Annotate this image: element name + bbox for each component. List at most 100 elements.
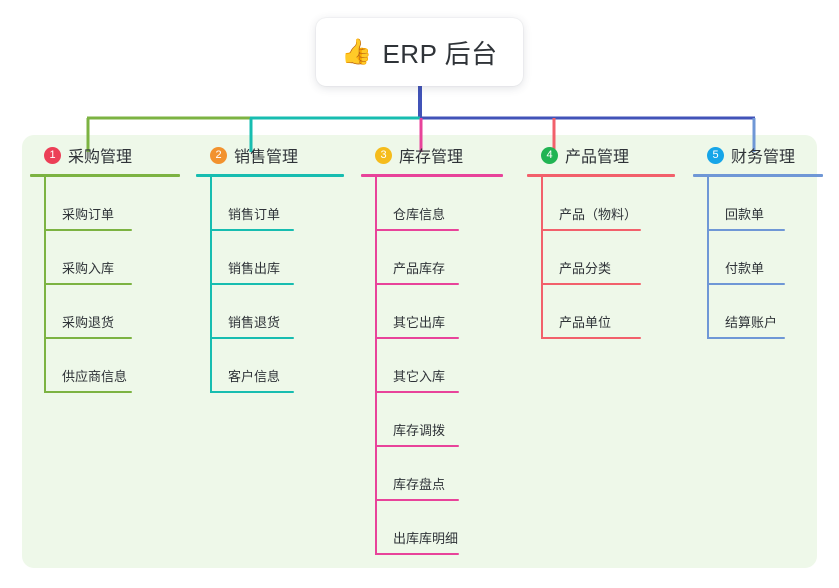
leaf-node-rule bbox=[541, 337, 641, 339]
leaf-node-rule bbox=[375, 283, 459, 285]
leaf-node-label: 采购入库 bbox=[62, 261, 115, 276]
leaf-node-label: 销售出库 bbox=[228, 261, 281, 276]
leaf-node-label: 其它入库 bbox=[393, 369, 446, 384]
leaf-node-rule bbox=[707, 283, 785, 285]
column-spine-3 bbox=[375, 177, 377, 555]
column-title-1: 采购管理 bbox=[68, 149, 133, 166]
leaf-node-label: 出库库明细 bbox=[393, 531, 459, 546]
leaf-node-rule bbox=[44, 283, 132, 285]
thumbs-up-icon: 👍 bbox=[341, 37, 373, 66]
leaf-node-label: 采购退货 bbox=[62, 315, 115, 330]
leaf-node-label: 付款单 bbox=[725, 261, 765, 276]
leaf-node[interactable]: 产品（物料） bbox=[527, 177, 675, 231]
column-header-rule-1 bbox=[30, 174, 180, 177]
leaf-node-rule bbox=[44, 391, 132, 393]
column-header-2[interactable]: 2 销售管理 bbox=[196, 142, 344, 168]
leaf-node[interactable]: 出库库明细 bbox=[361, 501, 503, 555]
root-node[interactable]: 👍 ERP 后台 bbox=[316, 18, 523, 86]
leaf-node-rule bbox=[707, 337, 785, 339]
leaf-node[interactable]: 付款单 bbox=[693, 231, 823, 285]
leaf-node[interactable]: 采购入库 bbox=[30, 231, 180, 285]
leaf-node[interactable]: 供应商信息 bbox=[30, 339, 180, 393]
leaf-node[interactable]: 结算账户 bbox=[693, 285, 823, 339]
column-title-4: 产品管理 bbox=[565, 149, 630, 166]
column-items-5: 回款单付款单结算账户 bbox=[693, 177, 823, 339]
leaf-node-rule bbox=[375, 553, 459, 555]
leaf-node[interactable]: 仓库信息 bbox=[361, 177, 503, 231]
leaf-node-rule bbox=[210, 391, 294, 393]
root-node-label: ERP 后台 bbox=[382, 38, 498, 69]
leaf-node-label: 仓库信息 bbox=[393, 207, 446, 222]
column-4: 4 产品管理产品（物料） 产品分类产品单位 bbox=[527, 142, 675, 339]
leaf-node-label: 客户信息 bbox=[228, 369, 281, 384]
leaf-node-rule bbox=[375, 337, 459, 339]
leaf-node-rule bbox=[541, 283, 641, 285]
leaf-node-label: 销售退货 bbox=[228, 315, 281, 330]
leaf-node[interactable]: 销售退货 bbox=[196, 285, 344, 339]
column-title-5: 财务管理 bbox=[731, 149, 796, 166]
column-2: 2 销售管理销售订单销售出库销售退货客户信息 bbox=[196, 142, 344, 393]
leaf-node[interactable]: 其它入库 bbox=[361, 339, 503, 393]
leaf-node-label: 其它出库 bbox=[393, 315, 446, 330]
leaf-node-rule bbox=[210, 229, 294, 231]
leaf-node[interactable]: 库存盘点 bbox=[361, 447, 503, 501]
column-3: 3 库存管理仓库信息产品库存其它出库其它入库库存调拨库存盘点出库库明细 bbox=[361, 142, 503, 555]
column-header-rule-3 bbox=[361, 174, 503, 177]
leaf-node-rule bbox=[375, 445, 459, 447]
leaf-node-label: 库存盘点 bbox=[393, 477, 446, 492]
column-badge-1: 1 bbox=[44, 146, 61, 164]
column-header-4[interactable]: 4 产品管理 bbox=[527, 142, 675, 168]
column-badge-3: 3 bbox=[375, 146, 392, 164]
leaf-node[interactable]: 采购退货 bbox=[30, 285, 180, 339]
content-panel bbox=[22, 135, 817, 568]
leaf-node[interactable]: 产品库存 bbox=[361, 231, 503, 285]
leaf-node-rule bbox=[44, 229, 132, 231]
leaf-node[interactable]: 库存调拨 bbox=[361, 393, 503, 447]
leaf-node-label: 产品库存 bbox=[393, 261, 446, 276]
leaf-node[interactable]: 回款单 bbox=[693, 177, 823, 231]
leaf-node[interactable]: 客户信息 bbox=[196, 339, 344, 393]
column-badge-2: 2 bbox=[210, 146, 227, 164]
column-header-1[interactable]: 1 采购管理 bbox=[30, 142, 180, 168]
leaf-node-rule bbox=[210, 337, 294, 339]
column-header-5[interactable]: 5 财务管理 bbox=[693, 142, 823, 168]
column-header-rule-5 bbox=[693, 174, 823, 177]
leaf-node[interactable]: 采购订单 bbox=[30, 177, 180, 231]
leaf-node-rule bbox=[44, 337, 132, 339]
column-spine-5 bbox=[707, 177, 709, 339]
leaf-node-label: 产品分类 bbox=[559, 261, 612, 276]
leaf-node-rule bbox=[541, 229, 641, 231]
leaf-node-label: 结算账户 bbox=[725, 315, 778, 330]
leaf-node-rule bbox=[375, 229, 459, 231]
leaf-node-rule bbox=[210, 283, 294, 285]
column-title-2: 销售管理 bbox=[234, 149, 299, 166]
leaf-node-label: 销售订单 bbox=[228, 207, 281, 222]
column-header-rule-2 bbox=[196, 174, 344, 177]
leaf-node-label: 产品（物料） bbox=[559, 207, 638, 222]
column-header-rule-4 bbox=[527, 174, 675, 177]
column-items-4: 产品（物料） 产品分类产品单位 bbox=[527, 177, 675, 339]
leaf-node[interactable]: 其它出库 bbox=[361, 285, 503, 339]
leaf-node[interactable]: 产品单位 bbox=[527, 285, 675, 339]
column-items-2: 销售订单销售出库销售退货客户信息 bbox=[196, 177, 344, 393]
column-spine-1 bbox=[44, 177, 46, 393]
leaf-node[interactable]: 销售出库 bbox=[196, 231, 344, 285]
column-title-3: 库存管理 bbox=[399, 149, 464, 166]
column-items-1: 采购订单采购入库采购退货供应商信息 bbox=[30, 177, 180, 393]
leaf-node-label: 回款单 bbox=[725, 207, 765, 222]
leaf-node-label: 供应商信息 bbox=[62, 369, 128, 384]
column-spine-4 bbox=[541, 177, 543, 339]
leaf-node-rule bbox=[375, 391, 459, 393]
column-5: 5 财务管理回款单付款单结算账户 bbox=[693, 142, 823, 339]
column-header-3[interactable]: 3 库存管理 bbox=[361, 142, 503, 168]
leaf-node-rule bbox=[707, 229, 785, 231]
column-badge-4: 4 bbox=[541, 146, 558, 164]
leaf-node-label: 库存调拨 bbox=[393, 423, 446, 438]
leaf-node[interactable]: 产品分类 bbox=[527, 231, 675, 285]
leaf-node[interactable]: 销售订单 bbox=[196, 177, 344, 231]
column-spine-2 bbox=[210, 177, 212, 393]
column-badge-5: 5 bbox=[707, 146, 724, 164]
leaf-node-rule bbox=[375, 499, 459, 501]
leaf-node-label: 采购订单 bbox=[62, 207, 115, 222]
